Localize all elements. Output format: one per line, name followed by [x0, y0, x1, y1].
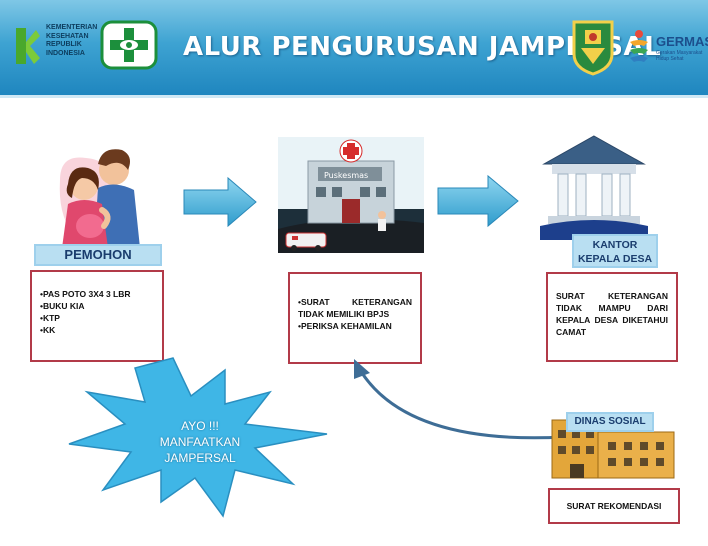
list-item: •KK — [40, 325, 56, 335]
regional-crest-icon — [572, 20, 614, 76]
slogan-text: AYO !!! MANFAATKAN JAMPERSAL — [159, 419, 241, 465]
list-item: •BUKU KIA — [40, 301, 85, 311]
puskesmas-sign-text: Puskesmas — [324, 171, 368, 180]
kantor-requirements-box: SURAT KETERANGAN TIDAK MAMPU DARI KEPALA… — [546, 272, 678, 362]
germas-wordmark: GERMAS — [656, 34, 708, 49]
ministry-name: KEMENTERIAN KESEHATAN REPUBLIK INDONESIA — [46, 24, 98, 57]
couple-illustration-icon — [59, 149, 140, 248]
kantor-kepala-desa-label: KANTOR KEPALA DESA — [572, 234, 658, 268]
curved-arrow-to-puskesmas-icon — [354, 359, 565, 440]
bakti-husada-logo-icon — [100, 20, 158, 70]
list-item: •SURAT KETERANGAN TIDAK MEMILIKI BPJS — [298, 297, 412, 319]
village-office-building-illustration-icon — [540, 135, 648, 240]
germas-logo-icon — [630, 30, 648, 62]
germas-subtitle: Gerakan Masyarakat Hidup Sehat — [656, 50, 703, 62]
puskesmas-building-illustration-icon: Puskesmas — [278, 137, 424, 253]
dinas-sosial-label: DINAS SOSIAL — [566, 412, 654, 432]
slogan-starburst-shape — [68, 357, 328, 518]
header-banner: KEMENTERIAN KESEHATAN REPUBLIK INDONESIA… — [0, 0, 708, 98]
list-item: •PERIKSA KEHAMILAN — [298, 321, 392, 331]
list-item: •KTP — [40, 313, 60, 323]
kemenkes-logo-icon — [16, 28, 40, 64]
pemohon-requirements-box: •PAS POTO 3X4 3 LBR •BUKU KIA •KTP •KK — [30, 270, 164, 362]
list-item: •PAS POTO 3X4 3 LBR — [40, 289, 131, 299]
surat-rekomendasi-box: SURAT REKOMENDASI — [548, 488, 680, 524]
pemohon-label: PEMOHON — [34, 244, 162, 266]
flow-arrow-right-icon — [183, 176, 257, 228]
puskesmas-requirements-box: •SURAT KETERANGAN TIDAK MEMILIKI BPJS •P… — [288, 272, 422, 364]
flow-arrow-right-icon — [437, 174, 519, 228]
page-title: ALUR PENGURUSAN JAMPERSAL — [183, 32, 662, 62]
